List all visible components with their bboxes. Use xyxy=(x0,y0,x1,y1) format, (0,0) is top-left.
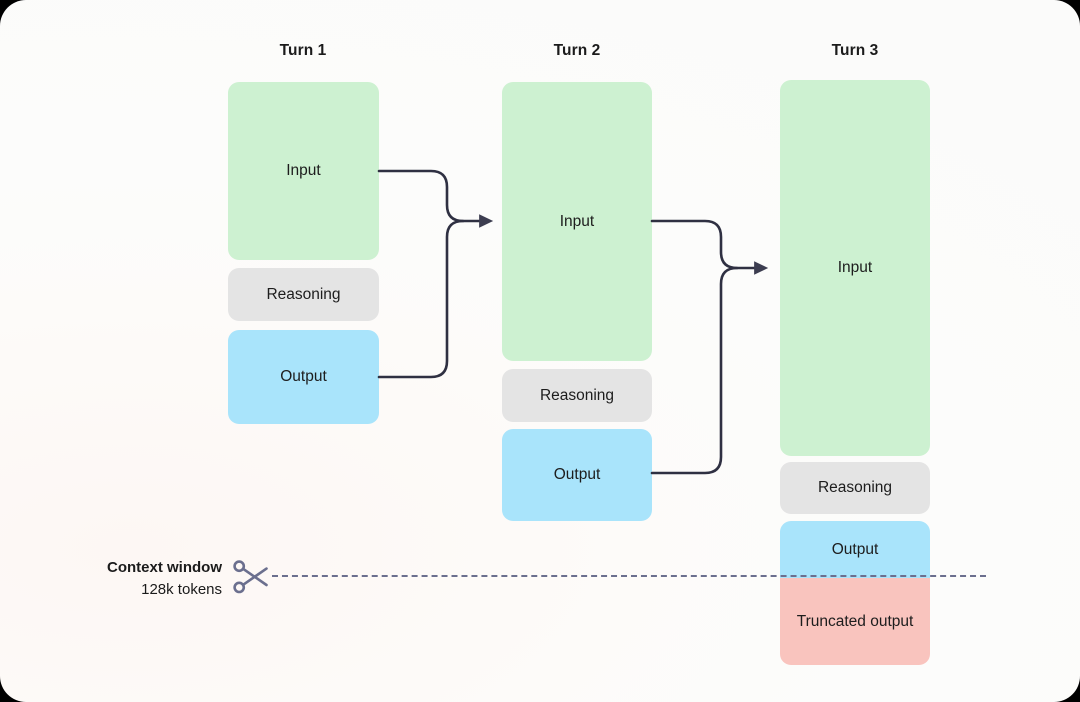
turn-2-title: Turn 2 xyxy=(553,42,601,59)
turn-2-input-label: Input xyxy=(559,212,595,230)
turn-2-output-block: Output xyxy=(502,429,652,521)
turn-3-input-block: Input xyxy=(780,80,930,456)
turn-3-title: Turn 3 xyxy=(831,42,879,59)
context-window-title: Context window xyxy=(107,559,222,576)
scissors-icon xyxy=(233,560,268,594)
turn-2-reasoning-block: Reasoning xyxy=(502,369,652,422)
connector-turn1-output-to-turn2 xyxy=(377,219,465,379)
turn-2-output-label: Output xyxy=(553,466,601,484)
turn-3-truncated-output-label: Truncated output xyxy=(796,612,914,630)
turn-1-reasoning-label: Reasoning xyxy=(266,285,341,303)
connector-turn1-input-to-turn2 xyxy=(377,169,494,228)
turn-3-output-label: Output xyxy=(831,540,879,558)
turn-1-input-label: Input xyxy=(286,162,321,180)
connector-turn2-input-to-turn3 xyxy=(650,219,769,275)
turn-3-input-label: Input xyxy=(837,259,873,277)
context-window-subtitle: 128k tokens xyxy=(141,580,222,598)
turn-2-reasoning-label: Reasoning xyxy=(539,386,615,404)
turn-2-input-block: Input xyxy=(502,82,652,361)
connector-turn2-output-to-turn3 xyxy=(650,266,739,475)
turn-3-reasoning-label: Reasoning xyxy=(817,479,893,497)
turn-3-output-block: Output xyxy=(780,521,930,578)
turn-1-output-label: Output xyxy=(280,368,327,386)
context-window-cutoff-line xyxy=(272,575,986,577)
turn-1-title: Turn 1 xyxy=(279,42,327,59)
turn-1-input-block: Input xyxy=(228,82,379,260)
turn-3-reasoning-block: Reasoning xyxy=(780,462,930,514)
turn-3-truncated-output-block: Truncated output xyxy=(780,578,930,665)
context-window-label: Context window 128k tokens xyxy=(107,557,222,601)
turn-1-reasoning-block: Reasoning xyxy=(228,268,379,321)
turn-1-output-block: Output xyxy=(228,330,379,424)
